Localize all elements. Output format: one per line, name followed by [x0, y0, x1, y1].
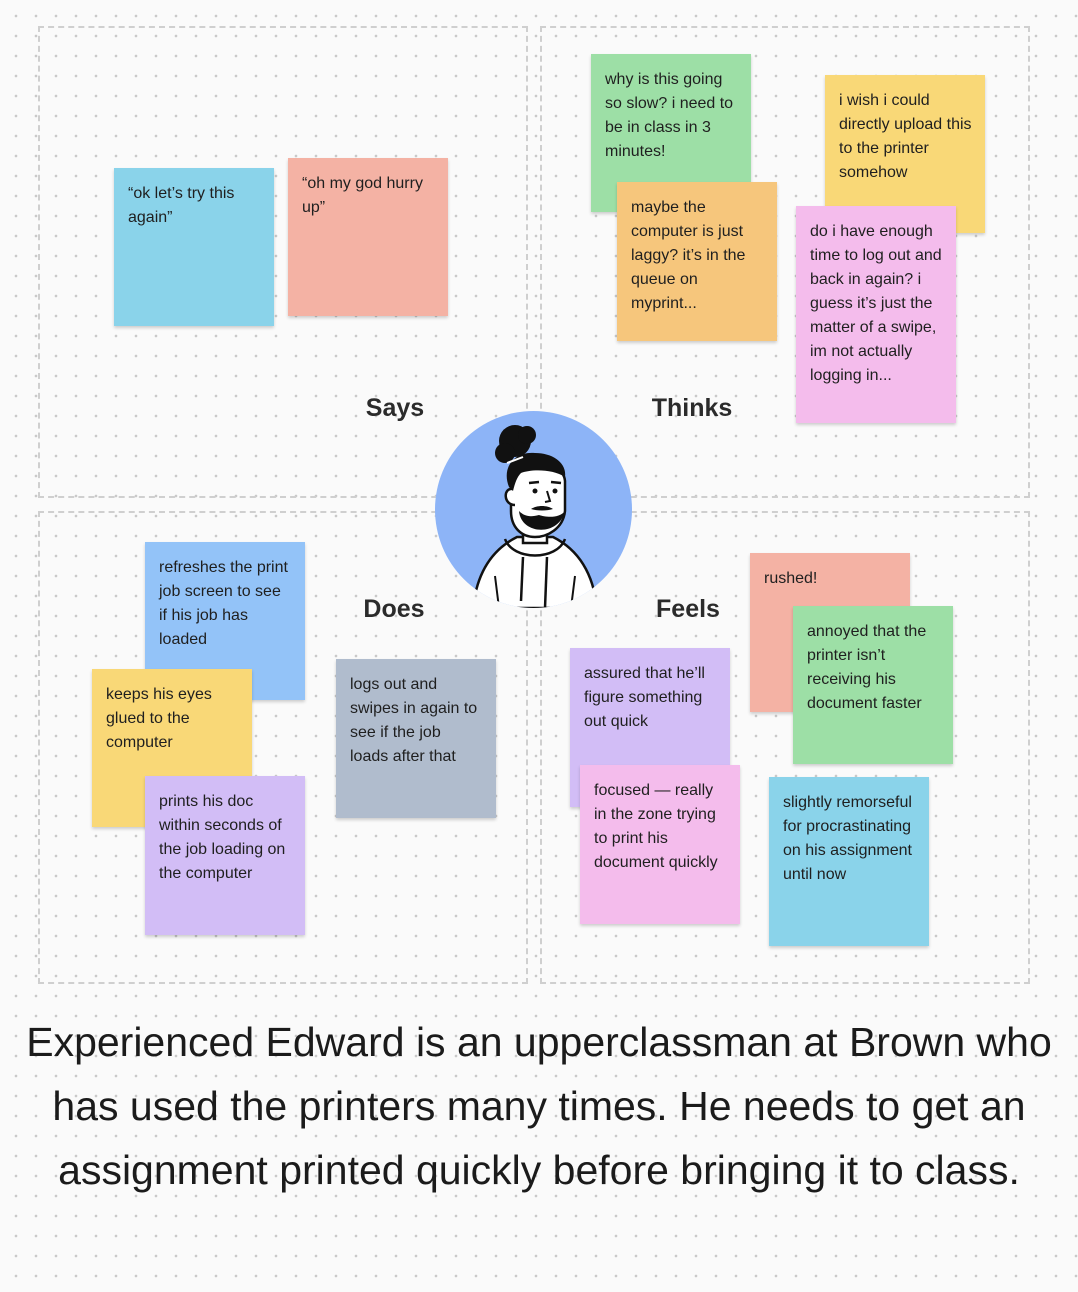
thinks-title: Thinks [651, 394, 733, 422]
does-quadrant [38, 511, 528, 984]
persona-description: Experienced Edward is an upperclassman a… [26, 1019, 1052, 1193]
sticky-note[interactable]: “oh my god hurry up” [288, 158, 448, 316]
sticky-note[interactable]: maybe the computer is just laggy? it’s i… [617, 182, 777, 341]
says-quadrant [38, 26, 528, 498]
sticky-note[interactable]: slightly remorseful for procrastinating … [769, 777, 929, 946]
person-illustration [471, 425, 599, 608]
feels-quadrant [540, 511, 1030, 984]
does-title: Does [363, 595, 425, 623]
person-avatar-icon [435, 411, 632, 608]
says-title: Says [365, 394, 425, 422]
sticky-note[interactable]: prints his doc within seconds of the job… [145, 776, 305, 935]
sticky-note[interactable]: do i have enough time to log out and bac… [796, 206, 956, 423]
sticky-note[interactable]: “ok let’s try this again” [114, 168, 274, 326]
thinks-quadrant [540, 26, 1030, 498]
sticky-note[interactable]: focused — really in the zone trying to p… [580, 765, 740, 924]
sticky-note[interactable]: logs out and swipes in again to see if t… [336, 659, 496, 818]
sticky-note[interactable]: annoyed that the printer isn’t receiving… [793, 606, 953, 764]
feels-title: Feels [656, 595, 720, 623]
